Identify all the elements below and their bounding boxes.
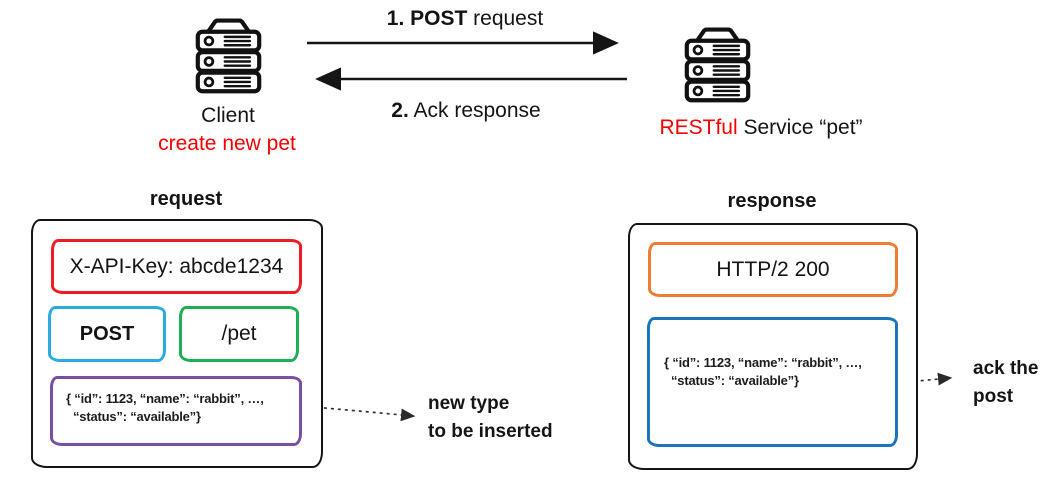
request-method-box: POST	[48, 306, 166, 362]
request-api-key-box: X-API-Key: abcde1234	[51, 239, 302, 294]
request-body-box: { “id”: 1123, “name”: “rabbit”, …, “stat…	[50, 376, 302, 446]
response-title: response	[727, 190, 817, 212]
request-body-json: { “id”: 1123, “name”: “rabbit”, …, “stat…	[66, 391, 264, 424]
request-path-box: /pet	[179, 306, 299, 362]
request-path-text: /pet	[221, 322, 257, 345]
service-label-restful: RESTful	[659, 116, 738, 139]
client-action-label: create new pet	[158, 132, 296, 155]
response-status-box: HTTP/2 200	[648, 242, 898, 297]
client-server-icon	[190, 15, 267, 100]
ack-response-arrow-label: 2. Ack response	[391, 99, 541, 122]
response-status-text: HTTP/2 200	[716, 257, 830, 281]
request-api-key-text: X-API-Key: abcde1234	[69, 254, 284, 278]
response-body-json: { “id”: 1123, “name”: “rabbit”, …, “stat…	[664, 355, 862, 388]
post-request-step-number: 1. POST	[386, 7, 468, 30]
ack-response-step-number: 2.	[391, 99, 409, 122]
request-method-text: POST	[79, 322, 135, 345]
service-label: RESTful Service “pet”	[659, 116, 863, 139]
response-panel: HTTP/2 200 { “id”: 1123, “name”: “rabbit…	[628, 223, 918, 470]
service-server-icon	[679, 24, 756, 109]
response-body-box: { “id”: 1123, “name”: “rabbit”, …, “stat…	[647, 317, 898, 447]
post-request-arrow-label: 1. POST request	[386, 7, 544, 30]
client-label: Client	[201, 104, 255, 127]
request-title: request	[149, 188, 223, 210]
request-panel: X-API-Key: abcde1234 POST /pet { “id”: 1…	[31, 219, 323, 468]
response-annotation: ack the post	[973, 358, 1039, 407]
request-annotation: new type to be inserted	[428, 393, 553, 442]
